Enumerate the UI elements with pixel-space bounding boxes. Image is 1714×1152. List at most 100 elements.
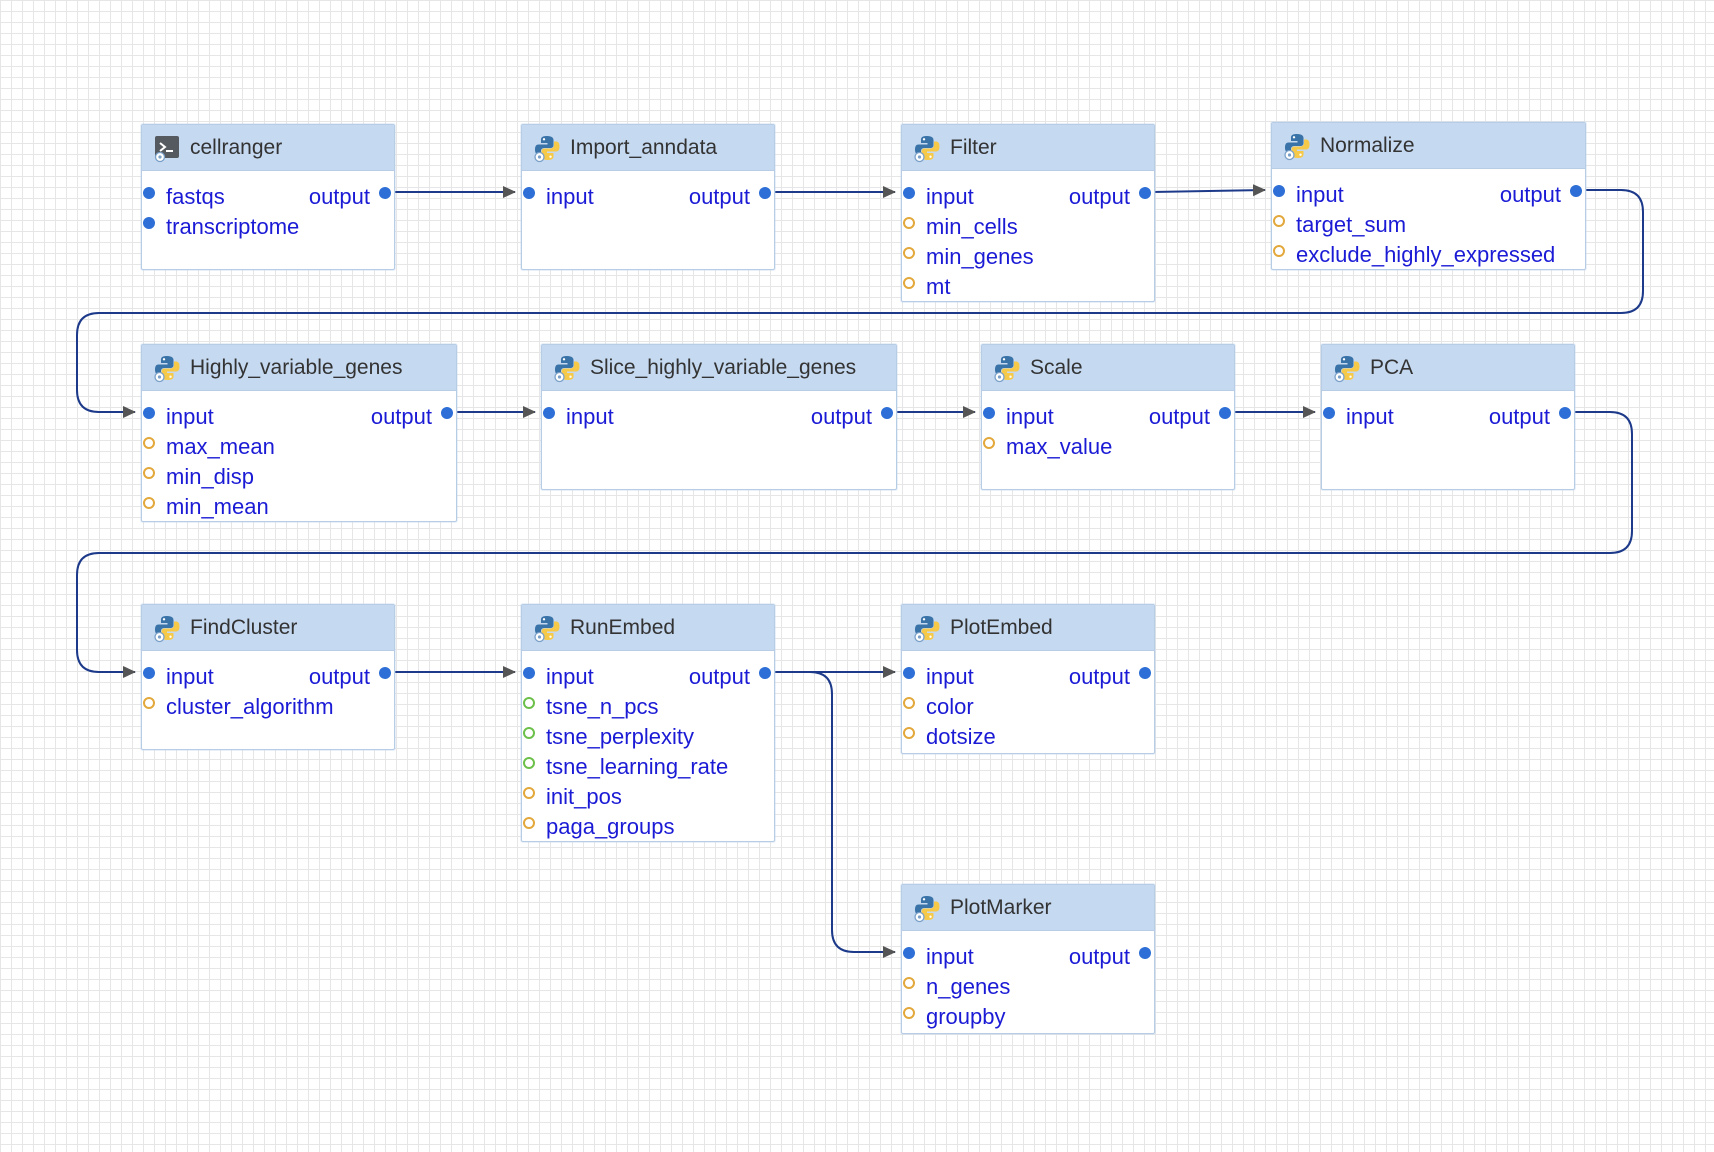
node-header[interactable]: Normalize [1272,123,1585,169]
input-port-input[interactable] [143,667,155,679]
input-port-input[interactable] [903,667,915,679]
input-port-tsne-n-pcs[interactable] [523,697,535,709]
output-port[interactable] [759,667,771,679]
node-header[interactable]: PlotMarker [902,885,1154,931]
input-port-input[interactable] [523,667,535,679]
output-port[interactable] [1139,667,1151,679]
output-port[interactable] [1219,407,1231,419]
input-port-label: n_genes [926,974,1011,999]
output-port-label: output [1488,404,1550,429]
input-port-label: input [166,404,214,429]
input-port-input[interactable] [903,947,915,959]
input-port-groupby[interactable] [903,1007,915,1019]
connection-filter-to-normalize[interactable] [1151,184,1266,197]
python-icon [1284,133,1310,160]
port-row: n_genes [902,971,1154,1001]
port-row: tsne_perplexity [522,721,774,751]
node-header[interactable]: Slice_highly_variable_genes [542,345,896,391]
node-header[interactable]: Filter [902,125,1154,171]
port-row: min_mean [142,491,456,521]
input-port-tsne-learning-rate[interactable] [523,757,535,769]
input-port-input[interactable] [983,407,995,419]
port-row: tsne_n_pcs [522,691,774,721]
input-port-input[interactable] [1323,407,1335,419]
node-header[interactable]: PCA [1322,345,1574,391]
input-port-init-pos[interactable] [523,787,535,799]
output-port-label: output [1148,404,1210,429]
input-port-min-cells[interactable] [903,217,915,229]
output-port[interactable] [1139,187,1151,199]
output-port-label: output [370,404,432,429]
input-port-max-mean[interactable] [143,437,155,449]
input-port-label: input [566,404,614,429]
output-port[interactable] [1570,185,1582,197]
input-port-dotsize[interactable] [903,727,915,739]
input-port-cluster-algorithm[interactable] [143,697,155,709]
input-port-paga-groups[interactable] [523,817,535,829]
node-title: Filter [950,135,997,159]
input-port-mt[interactable] [903,277,915,289]
port-row: input output [902,941,1154,971]
output-port-label: output [308,664,370,689]
port-row: input output [142,401,456,431]
input-port-fastqs[interactable] [143,187,155,199]
node-header[interactable]: Highly_variable_genes [142,345,456,391]
input-port-color[interactable] [903,697,915,709]
input-port-target-sum[interactable] [1273,215,1285,227]
node-header[interactable]: Import_anndata [522,125,774,171]
node-header[interactable]: Scale [982,345,1234,391]
python-icon [154,355,180,382]
output-port[interactable] [379,667,391,679]
connection-runembed-to-plotmarker[interactable] [772,671,896,958]
output-port[interactable] [379,187,391,199]
node-header[interactable]: PlotEmbed [902,605,1154,651]
output-port[interactable] [881,407,893,419]
input-port-transcriptome[interactable] [143,217,155,229]
node-header[interactable]: RunEmbed [522,605,774,651]
port-row: cluster_algorithm [142,691,394,721]
node-header[interactable]: FindCluster [142,605,394,651]
input-port-label: input [926,944,974,969]
input-port-input[interactable] [143,407,155,419]
python-icon [914,135,940,162]
input-port-min-genes[interactable] [903,247,915,259]
output-port-label: output [1068,944,1130,969]
input-port-label: init_pos [546,784,622,809]
input-port-max-value[interactable] [983,437,995,449]
node-header[interactable]: cellranger [142,125,394,171]
output-port[interactable] [1139,947,1151,959]
output-port-label: output [810,404,872,429]
input-port-input[interactable] [1273,185,1285,197]
input-port-exclude-highly-expressed[interactable] [1273,245,1285,257]
output-port[interactable] [759,187,771,199]
node-title: PCA [1370,355,1414,379]
node-title: Normalize [1320,133,1415,157]
input-port-min-disp[interactable] [143,467,155,479]
input-port-tsne-perplexity[interactable] [523,727,535,739]
output-port[interactable] [441,407,453,419]
port-row: mt [902,271,1154,301]
input-port-input[interactable] [543,407,555,419]
port-row: max_value [982,431,1234,461]
output-port[interactable] [1559,407,1571,419]
input-port-min-mean[interactable] [143,497,155,509]
output-port-label: output [308,184,370,209]
input-port-input[interactable] [903,187,915,199]
input-port-n-genes[interactable] [903,977,915,989]
input-port-input[interactable] [523,187,535,199]
